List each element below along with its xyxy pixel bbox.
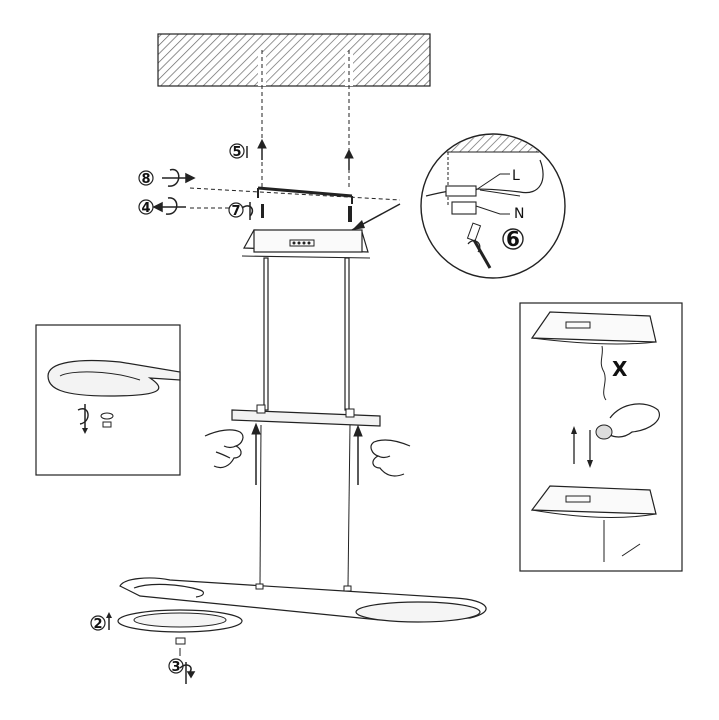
neutral-wire-label: N [514,206,524,222]
ceiling-mount [157,33,431,87]
step-8-label: 8 [141,172,150,187]
live-wire-label: L [512,168,520,184]
step-7-label: 7 [231,204,240,219]
screw-tool-icon [241,202,254,220]
led-disk [117,609,243,656]
step-5-label: 5 [232,145,241,160]
screw-icons [261,204,352,222]
adjustment-bar [231,404,381,427]
step-6-label: 6 [506,227,520,251]
step-3-label: 3 [171,660,180,675]
cable-adjust-inset: X [519,302,683,572]
lift-arrows [251,422,363,485]
hand-right-icon [370,439,411,477]
step-4-label: 4 [141,201,150,216]
canopy [241,229,371,259]
cut-mark-label: X [612,357,628,381]
hand-left-icon [204,429,244,469]
step-2-label: 2 [93,617,102,632]
up-arrows [257,138,354,170]
lamp-body [119,577,487,623]
wiring-inset: L N 6 [420,133,566,279]
nut-tool-icon [152,168,196,215]
bottom-screw-icon [179,662,196,684]
mounting-bracket [257,186,353,204]
wiring-pointer-arrow [351,203,401,231]
disk-detail-inset [35,324,181,476]
alignment-lines [189,50,401,209]
